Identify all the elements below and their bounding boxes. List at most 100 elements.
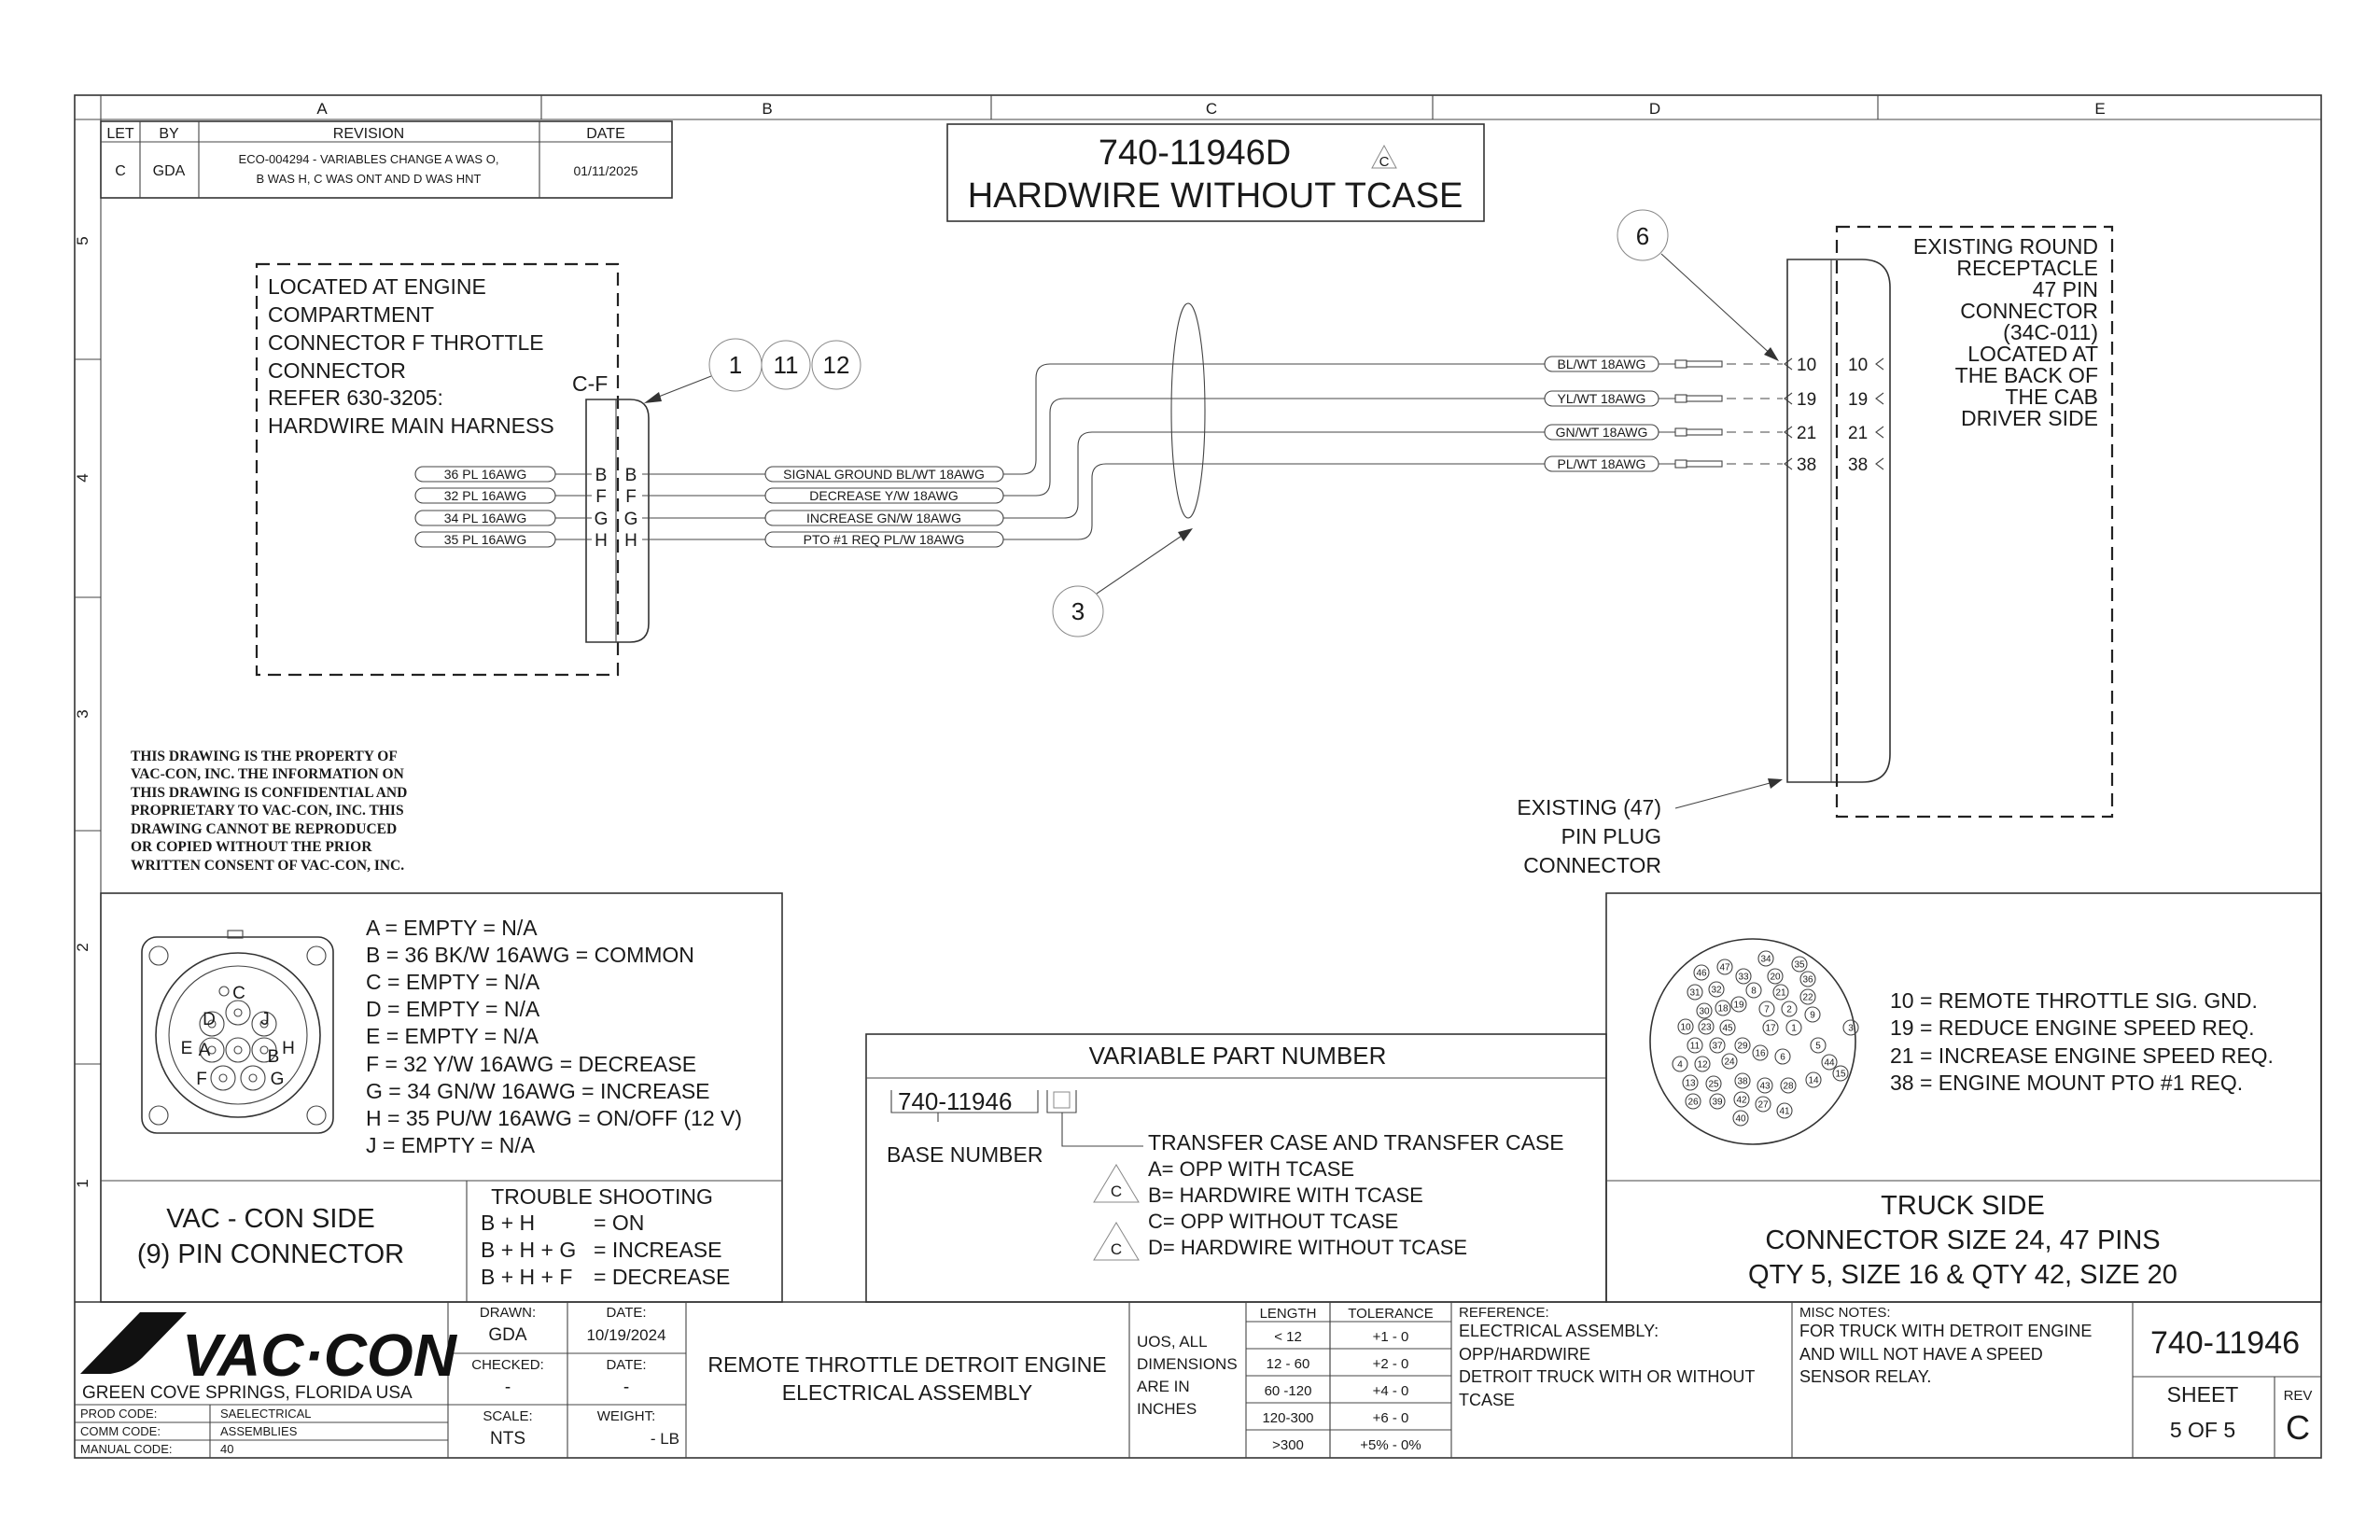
zone-labels: A B C D E 5 4 3 2 1 (74, 100, 2106, 1188)
description-line2: ELECTRICAL ASSEMBLY (782, 1380, 1032, 1405)
truck-pin-41 (1776, 1102, 1793, 1119)
truck-pin-label: 20 (1770, 973, 1781, 983)
variable-option: B= HARDWIRE WITH TCASE (1148, 1183, 1423, 1207)
title-block-number: 740-11946 SHEET 5 OF 5 REV C (2150, 1325, 2312, 1447)
truck-pin-label: 26 (1687, 1098, 1699, 1108)
tolerance-header-length: LENGTH (1260, 1306, 1317, 1322)
pin-legend-e: E = EMPTY = N/A (366, 1024, 539, 1048)
truck-pin-label: 21 (1775, 988, 1786, 999)
truck-pin-label: 7 (1764, 1005, 1770, 1015)
variable-digit-box (1053, 1091, 1071, 1109)
receptacle-note-line3: 47 PIN (2033, 277, 2098, 301)
harness-wire-decrease: DECREASE Y/W 18AWG (642, 398, 1545, 504)
receptacle-note-line2: RECEPTACLE (1956, 256, 2098, 280)
leader-arrow-icon (1768, 778, 1783, 789)
truck-pin-label: 38 (1737, 1077, 1748, 1087)
pin-letter-left: G (595, 510, 609, 529)
plug-label-line3: CONNECTOR (1523, 853, 1661, 877)
pin-face-letter: D (203, 1010, 216, 1029)
truck-pin-44 (1821, 1054, 1838, 1071)
receptacle-note-line4: CONNECTOR (1960, 299, 2098, 323)
rev-header-by: BY (159, 126, 179, 142)
trouble-combo: B + H + F (481, 1265, 572, 1289)
trouble-shooting-title: TROUBLE SHOOTING (491, 1184, 713, 1209)
misc-note-line3: SENSOR RELAY. (1799, 1367, 1931, 1386)
truck-pin-label: 22 (1802, 993, 1813, 1003)
truck-pin-label: 31 (1689, 988, 1701, 999)
reference-line2: OPP/HARDWIRE (1459, 1345, 1590, 1364)
truck-pin-label: 13 (1685, 1079, 1696, 1089)
truck-pin-label: 30 (1699, 1007, 1710, 1017)
truck-pin-31 (1687, 984, 1703, 1001)
truck-pin-10 (1677, 1018, 1694, 1035)
truck-pin-9 (1804, 1006, 1821, 1023)
title-block-reference: REFERENCE: ELECTRICAL ASSEMBLY: OPP/HARD… (1459, 1305, 1755, 1409)
balloon-6 (1617, 209, 1669, 261)
truck-pin-29 (1734, 1037, 1751, 1054)
pin-letter-right: B (625, 466, 637, 485)
truck-pin-label: 28 (1783, 1082, 1794, 1092)
notice-line3: THIS DRAWING IS CONFIDENTIAL AND (131, 785, 407, 801)
truck-pin-label: 18 (1717, 1004, 1729, 1015)
reference-line4: TCASE (1459, 1391, 1515, 1409)
truck-legend-38: 38 = ENGINE MOUNT PTO #1 REQ. (1890, 1071, 2243, 1095)
notice-line4: PROPRIETARY TO VAC-CON, INC. THIS (131, 803, 404, 819)
engine-note-line1: LOCATED AT ENGINE (268, 274, 486, 299)
vaccon-side-title: VAC - CON SIDE (166, 1204, 374, 1234)
truck-pin-label: 32 (1711, 986, 1722, 996)
title-block-codes: PROD CODE: SAELECTRICAL COMM CODE: ASSEM… (80, 1407, 312, 1456)
harness-wire-label: INCREASE GN/W 18AWG (806, 511, 961, 525)
truck-pin-label: 45 (1722, 1024, 1733, 1034)
truck-pin-26 (1685, 1093, 1701, 1110)
truck-pin-label: 16 (1755, 1049, 1766, 1059)
checked-by: - (505, 1378, 511, 1397)
truck-pin-45 (1719, 1019, 1736, 1036)
harness-wire-signal-ground: SIGNAL GROUND BL/WT 18AWG (642, 363, 1545, 483)
rev-header-revision: REVISION (333, 126, 404, 142)
harness-wire-increase: INCREASE GN/W 18AWG (642, 431, 1545, 526)
balloon-callouts: 1 11 12 3 6 (644, 209, 1779, 637)
zone-row-5: 5 (74, 236, 91, 245)
zone-row-4: 4 (74, 473, 91, 482)
truck-pin-20 (1767, 968, 1784, 985)
notice-line2: VAC-CON, INC. THE INFORMATION ON (131, 766, 404, 782)
truck-pin-25 (1705, 1075, 1722, 1092)
pin-legend-b: B = 36 BK/W 16AWG = COMMON (366, 943, 694, 967)
pin-face-letter: F (196, 1070, 207, 1089)
zone-col-b: B (762, 100, 772, 118)
vaccon-pin-legend: A = EMPTY = N/A B = 36 BK/W 16AWG = COMM… (137, 916, 742, 1269)
truck-pin-12 (1694, 1056, 1711, 1072)
receptacle-pin-left: 21 (1797, 424, 1816, 443)
balloon-11 (761, 340, 811, 390)
connector-cf (585, 399, 650, 643)
title-block-description: REMOTE THROTTLE DETROIT ENGINE ELECTRICA… (707, 1352, 1106, 1405)
truck-pin-label: 27 (1757, 1100, 1769, 1111)
checked-label: CHECKED: (471, 1357, 544, 1373)
truck-pin-label: 1 (1791, 1024, 1797, 1034)
description-line1: REMOTE THROTTLE DETROIT ENGINE (707, 1352, 1106, 1377)
receptacle-pin-right: 38 (1848, 455, 1868, 475)
truck-pin-37 (1709, 1037, 1726, 1054)
vaccon-side-subtitle: (9) PIN CONNECTOR (137, 1239, 404, 1269)
option-title: TRANSFER CASE AND TRANSFER CASE (1148, 1130, 1564, 1155)
right-wire-38: PL/WT 18AWG 38 38 (1544, 455, 1884, 475)
truck-pin-21 (1772, 984, 1789, 1001)
code-label: MANUAL CODE: (80, 1442, 172, 1456)
checked-date-label: DATE: (606, 1357, 646, 1373)
truck-pin-label: 42 (1736, 1096, 1747, 1106)
title-block-misc-notes: MISC NOTES: FOR TRUCK WITH DETROIT ENGIN… (1799, 1305, 2092, 1386)
truck-pin-label: 2 (1786, 1005, 1792, 1015)
rev-description-line1: ECO-004294 - VARIABLES CHANGE A WAS O, (239, 152, 499, 166)
truck-pin-36 (1799, 971, 1816, 987)
harness-wire-group: SIGNAL GROUND BL/WT 18AWG DECREASE Y/W 1… (642, 302, 1545, 548)
zone-row-2: 2 (74, 943, 91, 951)
truck-pin-label: 39 (1712, 1098, 1723, 1108)
receptacle-box: EXISTING ROUND RECEPTACLE 47 PIN CONNECT… (1835, 225, 2114, 819)
harness-wire-pto: PTO #1 REQ PL/W 18AWG (642, 463, 1545, 548)
truck-pin-22 (1799, 988, 1816, 1005)
variable-part-title: VARIABLE PART NUMBER (1089, 1042, 1387, 1070)
truck-side-title: TRUCK SIDE (1881, 1191, 2045, 1221)
truck-pin-38 (1734, 1072, 1751, 1089)
pin-legend-a: A = EMPTY = N/A (366, 916, 538, 940)
variable-triangle-letter: C (1111, 1183, 1122, 1200)
